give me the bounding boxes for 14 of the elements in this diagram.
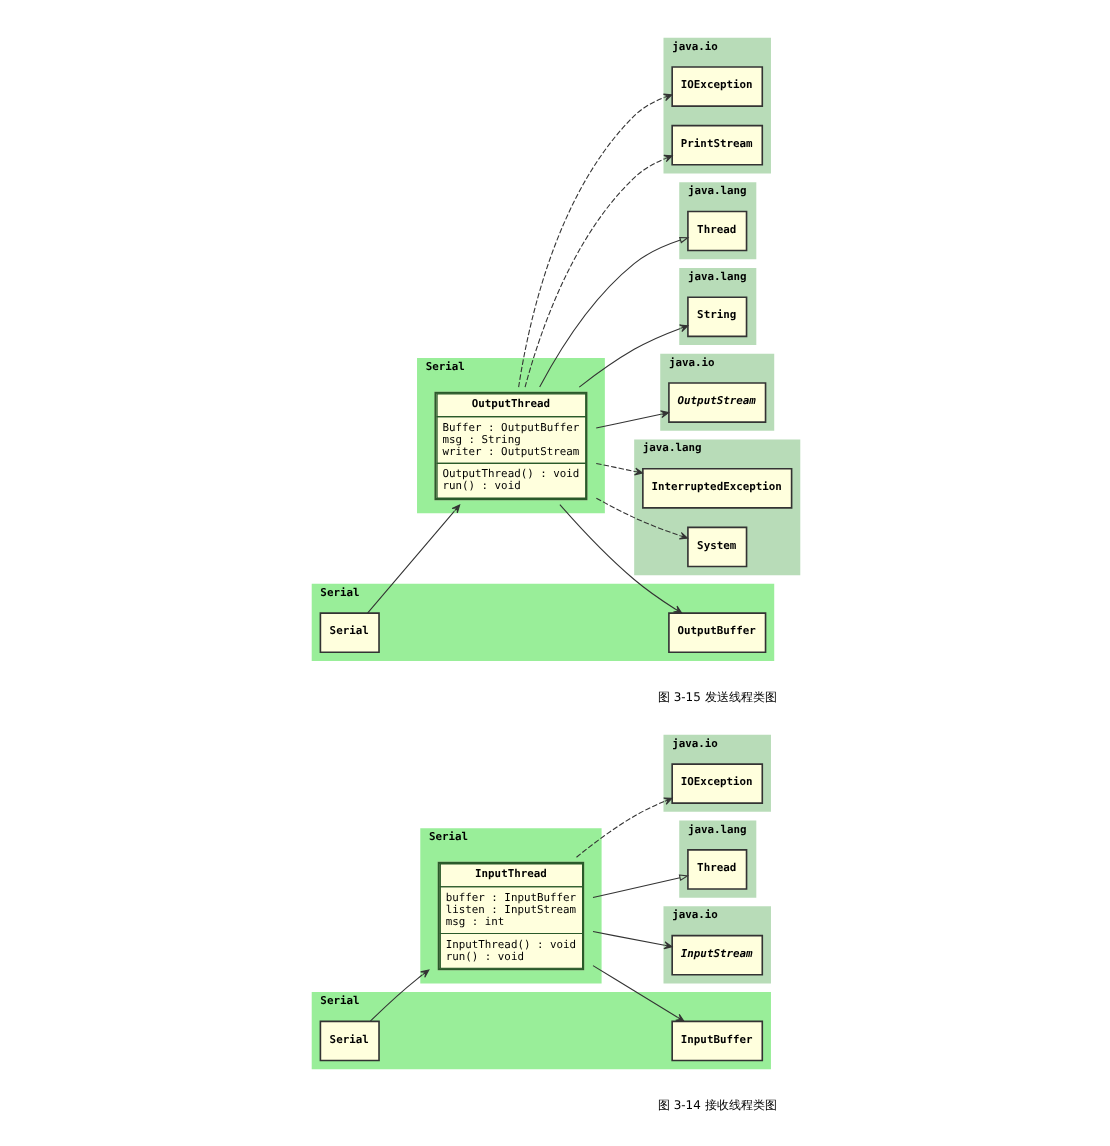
arrow [365,504,460,614]
arrow [591,931,672,950]
arrow [594,410,669,429]
arrow [368,969,429,1022]
arrow [594,497,688,540]
arrow [577,324,688,388]
arrow [594,462,643,476]
arrow [523,154,672,388]
arrow [574,797,672,858]
arrow [558,504,682,614]
arrow [591,874,689,899]
arrow [538,236,689,388]
arrow [591,965,684,1022]
arrow [517,93,672,388]
